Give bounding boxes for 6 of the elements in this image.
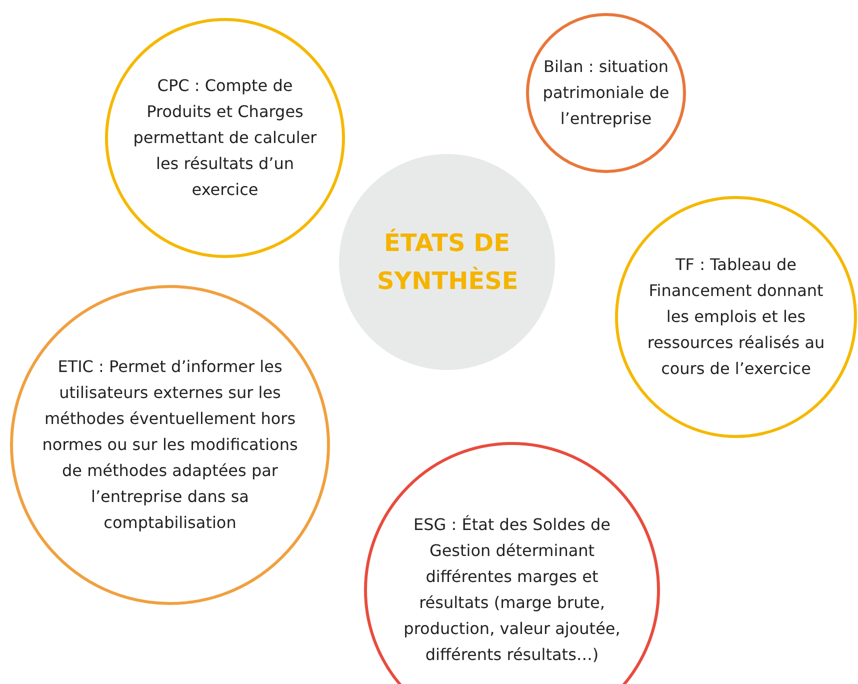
description-text: ESG : État des Soldes de Gestion déterminant différentes marges et résultats (marge brute, production, valeur ajoutée, différents résultats…) <box>402 514 622 666</box>
description-text: CPC : Compte de Produits et Charges permettant de calculer les résultats d’un exercice <box>132 75 318 201</box>
description-text: TF : Tableau de Financement donnant les emplois et les ressources réalisés au cours de l’exercice <box>646 254 826 380</box>
description-text: ETIC : Permet d’informer les utilisateurs externes sur les méthodes éventuellement hors normes ou sur les modifications de méthodes adaptées par l’entreprise dans sa comptabilisation <box>41 356 299 534</box>
description-text: Bilan : situation patrimoniale de l’entreprise <box>542 56 670 130</box>
title-text: ÉTATS DE SYNTHÈSE <box>377 228 517 297</box>
